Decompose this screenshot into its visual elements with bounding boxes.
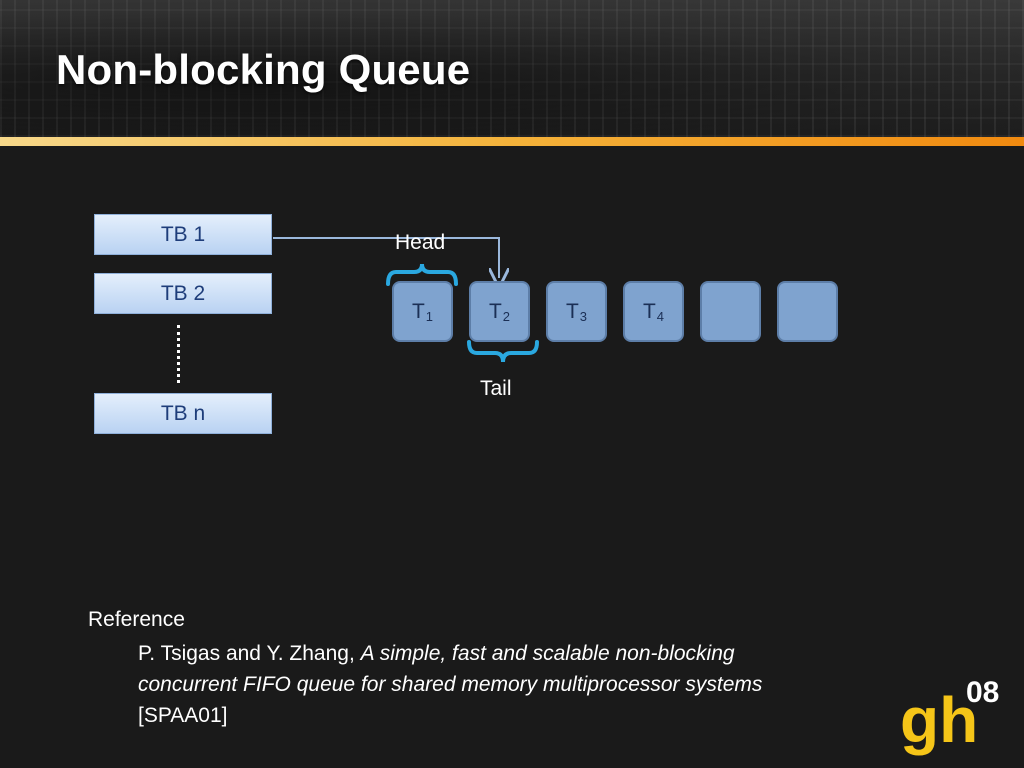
thread-block-n: TB n <box>94 393 272 434</box>
thread-block-1: TB 1 <box>94 214 272 255</box>
queue-node-empty-2 <box>777 281 838 342</box>
reference-title: A simple, fast and scalable non-blocking… <box>138 642 763 696</box>
logo-year-text: 08 <box>966 676 999 709</box>
gh08-logo: gh 08 <box>900 676 999 756</box>
reference-venue: [SPAA01] <box>138 704 228 727</box>
reference-authors: P. Tsigas and Y. Zhang, <box>138 642 355 665</box>
accent-bar <box>0 137 1024 146</box>
reference-heading: Reference <box>88 608 185 631</box>
head-bracket <box>386 263 458 286</box>
head-pointer-arrow <box>273 237 499 278</box>
queue-node-empty-1 <box>700 281 761 342</box>
head-label: Head <box>395 231 446 254</box>
reference-citation: P. Tsigas and Y. Zhang, A simple, fast a… <box>138 638 818 731</box>
tail-label: Tail <box>480 377 512 400</box>
tail-bracket <box>467 340 539 363</box>
slide-title: Non-blocking Queue <box>56 46 471 93</box>
thread-block-2: TB 2 <box>94 273 272 314</box>
ellipsis-dots <box>177 325 180 383</box>
header-overlay <box>0 0 1024 137</box>
logo-main-text: gh <box>900 684 978 756</box>
